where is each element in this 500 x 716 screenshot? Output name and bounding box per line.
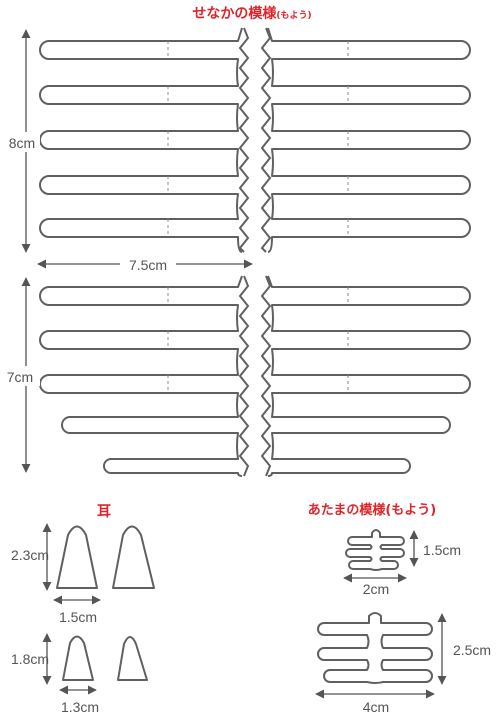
ear-title: 耳	[97, 504, 111, 520]
head-small-height-dimension: 1.5cm	[409, 530, 461, 567]
back-pattern-title: せなかの模様(もよう)	[192, 5, 311, 22]
head-large-height-dimension: 2.5cm	[437, 613, 491, 685]
head-large-height-label: 2.5cm	[453, 642, 491, 658]
ear-large-left	[56, 525, 98, 589]
head-pattern-large	[317, 612, 433, 684]
ear-small-width-label: 1.3cm	[61, 699, 99, 715]
head-pattern-title: あたまの模様(もよう)	[308, 502, 437, 518]
ear-small-right	[117, 636, 148, 681]
head-pattern-small	[345, 529, 405, 571]
head-small-height-label: 1.5cm	[423, 542, 461, 558]
back-upper-height-dimension: 8cm	[4, 29, 40, 253]
back-upper-right-piece	[260, 27, 471, 253]
ear-small-left	[62, 635, 94, 681]
back-upper-height-label: 8cm	[9, 135, 35, 151]
back-lower-right-piece	[260, 275, 471, 477]
back-lower-fold-lines	[167, 287, 349, 393]
ear-small-width-dimension: 1.3cm	[59, 685, 99, 715]
ear-large-width-label: 1.5cm	[59, 609, 97, 625]
back-lower-left-piece	[39, 275, 250, 477]
back-lower-height-label: 7cm	[7, 369, 33, 385]
back-width-label: 7.5cm	[129, 257, 167, 273]
ear-large-height-dimension: 2.3cm	[11, 523, 52, 591]
back-upper-left-piece	[39, 27, 250, 253]
head-large-width-label: 4cm	[363, 699, 389, 715]
back-width-dimension: 7.5cm	[37, 254, 253, 274]
ear-large-width-dimension: 1.5cm	[53, 595, 101, 625]
head-small-width-dimension: 2cm	[343, 573, 407, 597]
ear-small-height-label: 1.8cm	[11, 651, 49, 667]
back-lower-height-dimension: 7cm	[4, 277, 40, 473]
head-large-width-dimension: 4cm	[315, 689, 435, 715]
head-small-width-label: 2cm	[363, 581, 389, 597]
back-upper-fold-lines	[167, 41, 349, 237]
ear-large-right	[112, 525, 155, 589]
ear-small-height-dimension: 1.8cm	[11, 633, 52, 685]
ear-large-height-label: 2.3cm	[11, 547, 49, 563]
